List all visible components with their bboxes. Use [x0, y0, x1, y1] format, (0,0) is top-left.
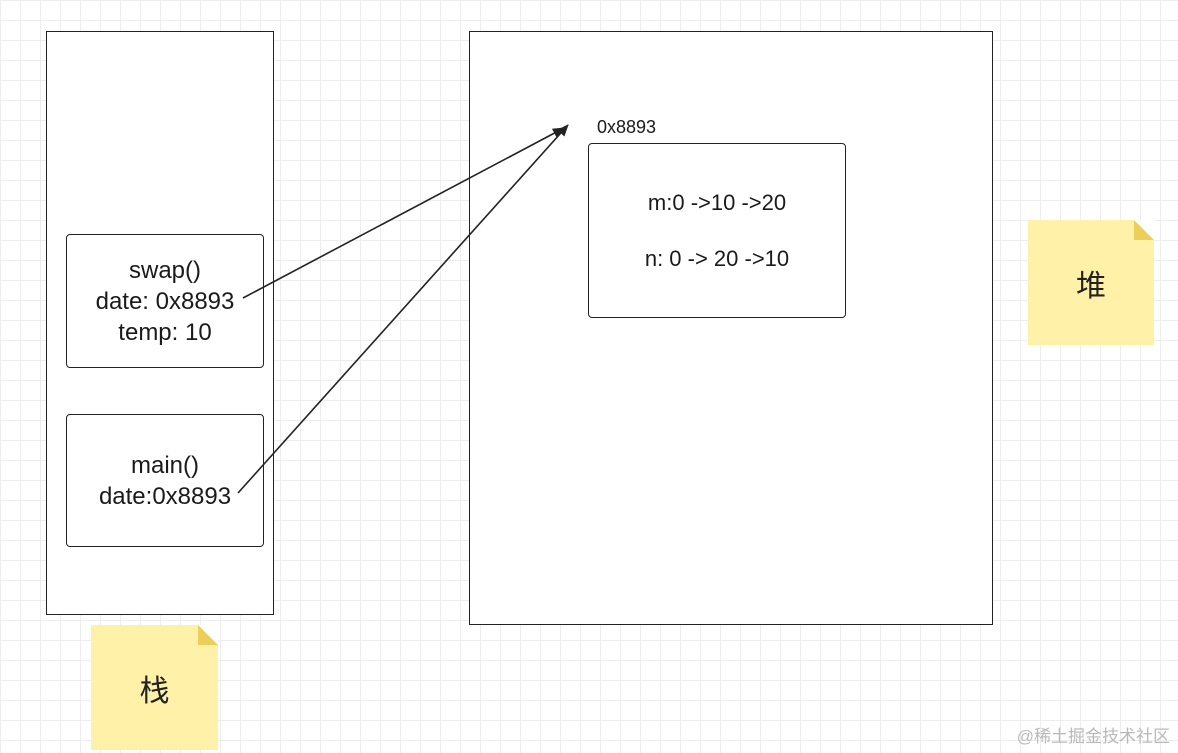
frame-field-date: date:0x8893 [98, 482, 232, 510]
heap-field-n: n: 0 -> 20 ->10 [644, 246, 790, 271]
sticky-note-heap: 堆 [1028, 220, 1154, 345]
note-fold-icon [1134, 220, 1154, 240]
frame-name: main() [130, 451, 199, 479]
frame-field-temp: temp: 10 [118, 318, 212, 346]
note-label-heap: 堆 [1076, 268, 1106, 304]
heap-field-m: m:0 ->10 ->20 [647, 190, 787, 215]
frame-name: swap() [128, 256, 201, 284]
heap-panel [469, 31, 993, 625]
heap-object: m:0 ->10 ->20 n: 0 -> 20 ->10 [588, 143, 846, 318]
note-label-stack: 栈 [139, 673, 170, 709]
note-fold-icon [198, 625, 218, 645]
frame-field-date: date: 0x8893 [95, 287, 235, 315]
stack-frame-main: main() date:0x8893 [66, 414, 264, 547]
stack-frame-swap: swap() date: 0x8893 temp: 10 [66, 234, 264, 368]
heap-object-address: 0x8893 [597, 117, 657, 137]
watermark: @稀土掘金技术社区 [1016, 727, 1170, 746]
sticky-note-stack: 栈 [91, 625, 218, 750]
